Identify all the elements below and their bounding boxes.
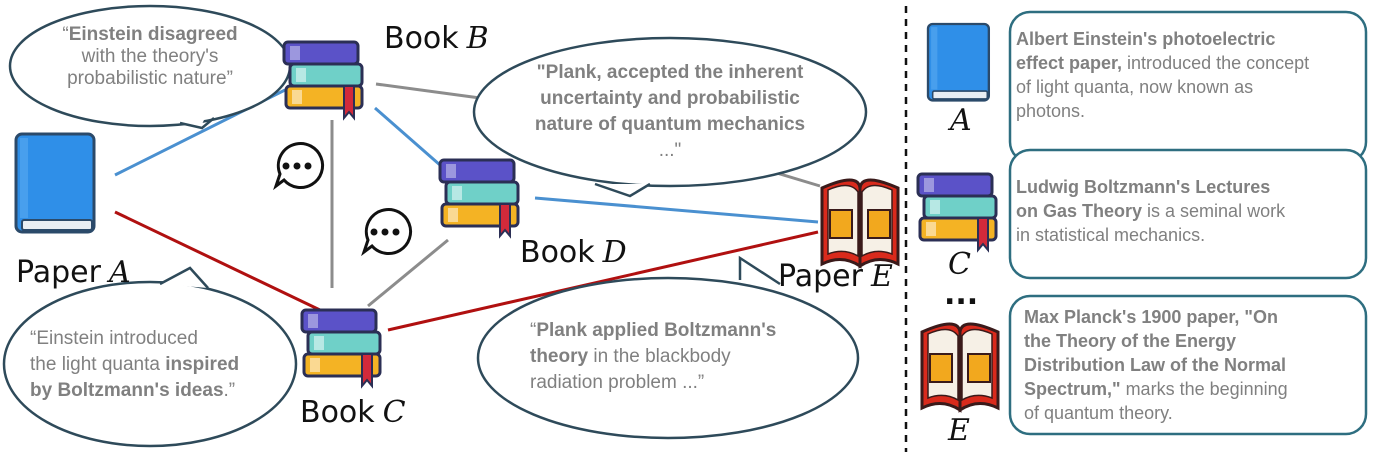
legend-a-var: A [947,103,972,138]
text-run: in statistical mechanics. [1016,225,1205,245]
bubble-einstein-introduced: “Einstein introduced the light quanta ins… [2,266,298,448]
text-run: theory [530,346,589,367]
text-run: ..." [659,140,682,161]
text-run: radiation problem ...” [530,372,704,393]
edge-c-d [367,238,449,308]
text-run: nature of quantum mechanics [535,114,805,135]
text-run: marks the beginning [1121,379,1288,399]
text-run: uncertainty and probabilistic [540,88,800,109]
edge-b-d [374,106,441,167]
text-run: Einstein disagreed [69,24,238,45]
edge-b-e [375,82,481,100]
bubble-plank-accepted-text: "Plank, accepted the inherent uncertainty… [535,62,805,161]
text-run: with the theory's [81,46,219,67]
book-b-icon [282,40,364,120]
legend-c-var: C [948,247,971,282]
text-run: introduced the concept [1122,53,1309,73]
text-run: on Gas Theory [1016,201,1142,221]
text-run: Distribution Law of the Normal [1024,355,1286,375]
text-run: in the blackbody [588,346,731,367]
book-c-icon [300,308,382,388]
paper-e-icon [820,178,900,268]
legend-e-icon [920,322,1000,412]
text-run: of light quanta, now known as [1016,77,1253,97]
edge-c-e [387,230,819,332]
text-run: “ [530,320,536,341]
text-run: "Plank, accepted the inherent [537,62,804,83]
legend-ellipsis: ... [944,277,978,312]
bubble-plank-applied-text: “Plank applied Boltzmann's theory in the … [530,320,776,393]
bubble-plank-applied: “Plank applied Boltzmann's theory in the … [476,255,860,440]
text-run: photons. [1016,101,1085,121]
bubble-einstein-introduced-text: “Einstein introduced the light quanta ins… [30,328,239,401]
text-run: Ludwig Boltzmann's Lectures [1016,177,1270,197]
text-run: the light quanta [30,354,165,375]
paper-a-icon [14,132,96,234]
legend-card-a-text: Albert Einstein's photoelectric effect pa… [1016,29,1309,121]
legend-card-e-text: Max Planck's 1900 paper, "On the Theory o… [1024,307,1288,423]
text-run: “ [62,24,68,45]
text-run: inspired [165,354,239,375]
text-run: Plank applied Boltzmann's [536,320,776,341]
legend-e-var: E [947,413,970,448]
text-run: .” [224,380,236,401]
legend-card-c-text: Ludwig Boltzmann's Lectures on Gas Theory… [1016,177,1286,245]
legend-a-icon [926,22,991,102]
legend-card-c [1008,148,1368,280]
text-run: probabilistic nature” [67,68,233,89]
chat-bubble-icon [362,208,413,256]
text-run: the Theory of the Energy [1024,331,1236,351]
text-run: of quantum theory. [1024,403,1173,423]
book-d-icon [438,158,520,238]
text-run: Max Planck's 1900 paper, "On [1024,307,1278,327]
text-run: Spectrum," [1024,379,1121,399]
edge-a-c [114,210,321,312]
text-run: by Boltzmann's ideas [30,380,224,401]
text-run: is a seminal work [1142,201,1286,221]
legend-c-icon [916,172,998,252]
edge-d-e [534,196,819,224]
text-run: Albert Einstein's photoelectric [1016,29,1275,49]
text-run: effect paper, [1016,53,1122,73]
bubble-plank-accepted: "Plank, accepted the inherent uncertainty… [472,36,868,198]
legend-card-e [1008,294,1368,436]
text-run: “Einstein introduced [30,328,198,349]
chat-bubble-icon [274,142,325,190]
